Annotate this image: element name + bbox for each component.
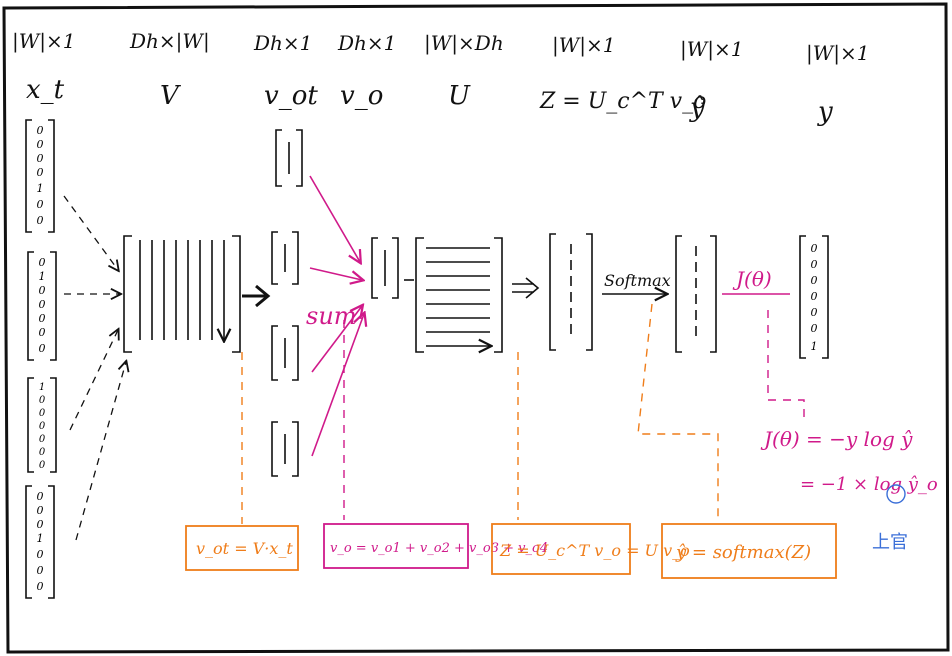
loss-eq-2: = −1 × log ŷ_o (800, 474, 938, 495)
formula-vot: v_ot = V·x_t (196, 539, 293, 558)
ov-2: 0 (811, 274, 818, 287)
iv4-4: 0 (37, 548, 44, 561)
iv4-0: 0 (37, 490, 44, 503)
iv3-1: 0 (39, 395, 46, 406)
input-vector-1: 0 0 0 0 1 0 0 (25, 119, 55, 233)
iv4-3: 1 (37, 532, 44, 545)
iv3-5: 0 (39, 447, 46, 458)
column-headers: |W|×1 x_t Dh×|W| V Dh×1 v_ot Dh×1 v_o |W… (12, 29, 870, 127)
col-sym-vot: v_ot (264, 81, 318, 111)
ov-0: 0 (811, 242, 818, 255)
iv2-0: 0 (39, 256, 46, 269)
v-to-vot-arrow (242, 284, 271, 308)
col-sym-u: U (448, 81, 471, 111)
ov-5: 0 (811, 322, 818, 335)
input-to-v-arrows (63, 195, 126, 541)
signature: 上官 (872, 484, 908, 553)
ov-4: 0 (811, 306, 818, 319)
iv3-0: 1 (39, 382, 45, 393)
ov-3: 0 (811, 290, 818, 303)
iv1-6: 0 (37, 214, 44, 227)
col-sym-z: Z = U_c^T v_o (539, 89, 706, 114)
z-vector (549, 233, 593, 351)
iv4-1: 0 (37, 504, 44, 517)
col-dim-xt: |W|×1 (12, 29, 76, 54)
col-dim-vot: Dh×1 (253, 31, 312, 55)
iv2-6: 0 (39, 342, 46, 355)
loss-eq-1: J(θ) = −y log ŷ (760, 427, 913, 451)
input-vector-4: 0 0 0 1 0 0 0 (25, 485, 55, 599)
col-sym-yhat: ŷ (689, 93, 705, 123)
iv3-2: 0 (39, 408, 46, 419)
col-dim-vo: Dh×1 (337, 31, 396, 55)
col-dim-z: |W|×1 (552, 33, 616, 58)
orange-leaders (241, 303, 719, 524)
input-vector-3: 1 0 0 0 0 0 0 (27, 377, 57, 473)
vot-vectors (271, 129, 303, 477)
signature-text: 上官 (872, 532, 908, 553)
matrix-v (123, 235, 241, 352)
col-dim-u: |W|×Dh (424, 31, 504, 56)
sum-arrows (309, 175, 364, 457)
col-sym-vo: v_o (340, 81, 383, 111)
formula-vo: v_o = v_o1 + v_o2 + v_o3 + v_o4 (330, 541, 548, 556)
col-sym-v: V (160, 81, 181, 111)
iv2-1: 1 (39, 270, 46, 283)
vo-vector (371, 237, 399, 299)
col-sym-y: y (817, 97, 833, 127)
iv2-5: 0 (39, 326, 46, 339)
formula-z: Z = U_c^T v_o = U v_o (499, 541, 690, 560)
iv1-3: 0 (37, 166, 44, 179)
iv4-6: 0 (37, 580, 44, 593)
iv3-6: 0 (39, 460, 46, 471)
ov-6: 1 (811, 340, 818, 353)
iv1-2: 0 (37, 152, 44, 165)
ov-1: 0 (811, 258, 818, 271)
iv2-2: 0 (39, 284, 46, 297)
u-to-z-arrow (512, 277, 540, 299)
iv1-4: 1 (37, 182, 44, 195)
formula-box-z: Z = U_c^T v_o = U v_o (491, 523, 690, 575)
col-sym-xt: x_t (26, 75, 65, 105)
formula-yhat: ŷ = softmax(Z) (675, 542, 811, 563)
iv1-5: 0 (37, 198, 44, 211)
formula-box-yhat: ŷ = softmax(Z) (661, 523, 837, 579)
formula-box-vot: v_ot = V·x_t (185, 525, 299, 571)
formula-box-vo: v_o = v_o1 + v_o2 + v_o3 + v_o4 (323, 523, 548, 569)
col-dim-yhat: |W|×1 (680, 37, 744, 62)
magenta-leader-loss (767, 310, 805, 422)
sum-label: sum (306, 302, 357, 330)
input-vector-2: 0 1 0 0 0 0 0 (27, 251, 57, 361)
iv2-3: 0 (39, 298, 46, 311)
iv4-2: 0 (37, 518, 44, 531)
iv2-4: 0 (39, 312, 46, 325)
iv1-1: 0 (37, 138, 44, 151)
loss-label: J(θ) (732, 267, 772, 291)
softmax-label: Softmax (604, 271, 671, 290)
matrix-u (415, 237, 502, 352)
iv4-5: 0 (37, 564, 44, 577)
iv3-4: 0 (39, 434, 46, 445)
yhat-vector (675, 235, 717, 353)
col-dim-v: Dh×|W| (129, 29, 210, 54)
col-dim-y: |W|×1 (806, 41, 870, 66)
y-vector: 0 0 0 0 0 0 1 (799, 235, 829, 359)
iv1-0: 0 (37, 124, 44, 137)
iv3-3: 0 (39, 421, 46, 432)
